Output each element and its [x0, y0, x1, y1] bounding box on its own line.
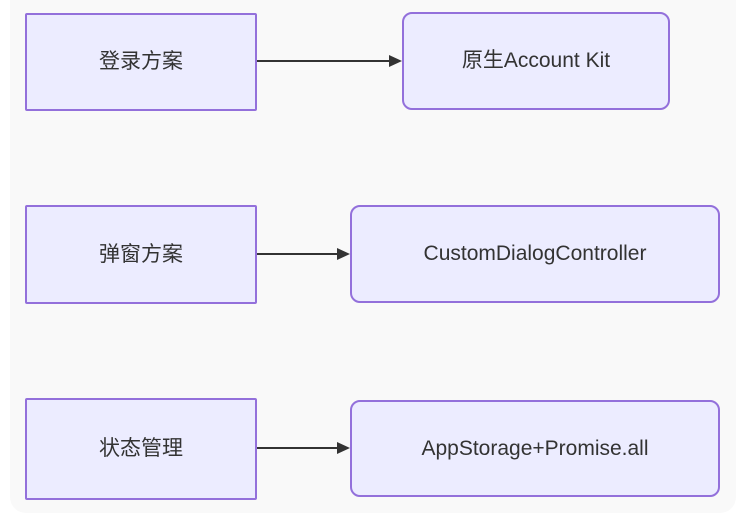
target-node-label: CustomDialogController — [423, 242, 647, 266]
arrow-head-icon — [337, 442, 350, 454]
target-node-login: 原生Account Kit — [402, 12, 670, 110]
target-node-dialog: CustomDialogController — [350, 205, 720, 303]
target-node-label: 原生Account Kit — [461, 49, 611, 73]
arrow-line — [257, 447, 339, 449]
target-node-label: AppStorage+Promise.all — [421, 436, 649, 460]
source-node-label: 状态管理 — [99, 437, 183, 461]
arrow-head-icon — [389, 55, 402, 67]
source-node-label: 弹窗方案 — [99, 242, 183, 266]
arrow-line — [257, 253, 339, 255]
target-node-state: AppStorage+Promise.all — [350, 400, 720, 497]
source-node-state: 状态管理 — [25, 398, 257, 500]
arrow-line — [257, 60, 391, 62]
source-node-login: 登录方案 — [25, 13, 257, 111]
source-node-dialog: 弹窗方案 — [25, 205, 257, 304]
arrow-head-icon — [337, 248, 350, 260]
source-node-label: 登录方案 — [99, 50, 183, 74]
